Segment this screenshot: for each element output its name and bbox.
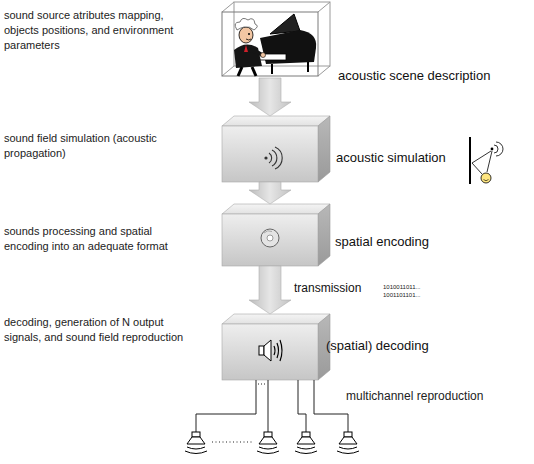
box-front-face [222,324,318,380]
listener-smile [484,180,489,181]
sketch-wave [494,145,498,153]
note-label: sound field simulation (acoustic propaga… [4,131,194,161]
flow-arrow [249,182,291,204]
wave-arc [275,147,282,169]
speaker-wire [196,380,256,432]
speaker-icon-magnet [259,346,264,355]
loudspeaker [257,432,279,454]
wave-arc [272,150,277,166]
box-outline [222,2,332,78]
speaker-icon-wave [277,343,279,358]
wire-dots [258,384,266,385]
note-label: sound source atributes mapping, objects … [4,8,189,53]
process-box: acoustic simulation [222,116,330,182]
loudspeaker [337,432,359,454]
reflected-ray [472,151,491,174]
disc-outer [261,229,279,247]
box-top-face [222,116,330,126]
flow-arrow [249,78,291,116]
speaker-icon-cone [264,340,271,361]
loudspeaker [185,432,207,454]
reflecting-wall [469,137,471,184]
loudspeaker [295,432,317,454]
note-label: decoding, generation of N output signals… [4,315,194,345]
pianist-tie [244,45,248,52]
box-outline [222,116,330,182]
stage-label: acoustic simulation [336,150,446,165]
speaker-icon [259,340,282,361]
edge-label: transmission [294,281,361,295]
sketch-wave [496,142,503,156]
stage-label: spatial encoding [335,234,429,249]
process-box: spatial encoding [222,204,330,266]
sketch-source [491,148,494,151]
pianist-illustration [234,14,316,76]
box-side-face [318,204,330,266]
note-label: multichannel reproduction [346,389,483,403]
speaker-wire [314,380,348,432]
pianist-mouth [246,39,251,40]
direct-ray [487,151,492,172]
box-outline [222,204,330,266]
piano-body [260,30,316,64]
note-label: sounds processing and spatial encoding i… [4,224,194,254]
disc-shine [264,231,272,233]
box-top-face [222,314,330,324]
speaker-icon-wave [280,340,282,361]
stage-label: (spatial) decoding [326,338,429,353]
box-front-face [222,12,318,76]
pianist-arm [250,50,262,55]
box-front-face [222,126,318,182]
box-side-face [318,116,330,182]
pianist-hair [235,18,257,30]
wave-icon [264,147,282,169]
pianist-body [234,44,262,68]
wave-source-dot [264,156,267,159]
disc-hole [267,235,273,241]
box-top-face [222,204,330,214]
box-outline [222,314,330,380]
wave-arc [269,153,272,163]
bitstream-label: 1010011011... 1001101101... [383,283,427,299]
speaker-icon-wave [274,346,275,355]
propagation-sketch [470,137,503,184]
speaker-wiring [196,380,348,442]
pianist-leg [252,67,256,76]
pianist-eye [248,33,250,35]
listener-face [481,173,491,183]
pianist-head [239,27,253,43]
box-edge [222,2,330,76]
process-box: (spatial) decoding [222,314,330,380]
disc-icon [261,229,279,247]
speaker-dots [212,442,252,443]
piano-leg [271,64,273,74]
piano-keys [256,54,286,60]
process-box: acoustic scene description [222,2,332,78]
pianist-hand [261,53,266,58]
stage-label: acoustic scene description [338,68,490,83]
pianist-leg [238,67,242,76]
speaker-wire [268,380,269,432]
piano-leg [307,62,309,72]
box-front-face [222,214,318,266]
flow-arrow [249,266,291,314]
speaker-wire [298,380,306,432]
piano-lid [270,14,300,34]
